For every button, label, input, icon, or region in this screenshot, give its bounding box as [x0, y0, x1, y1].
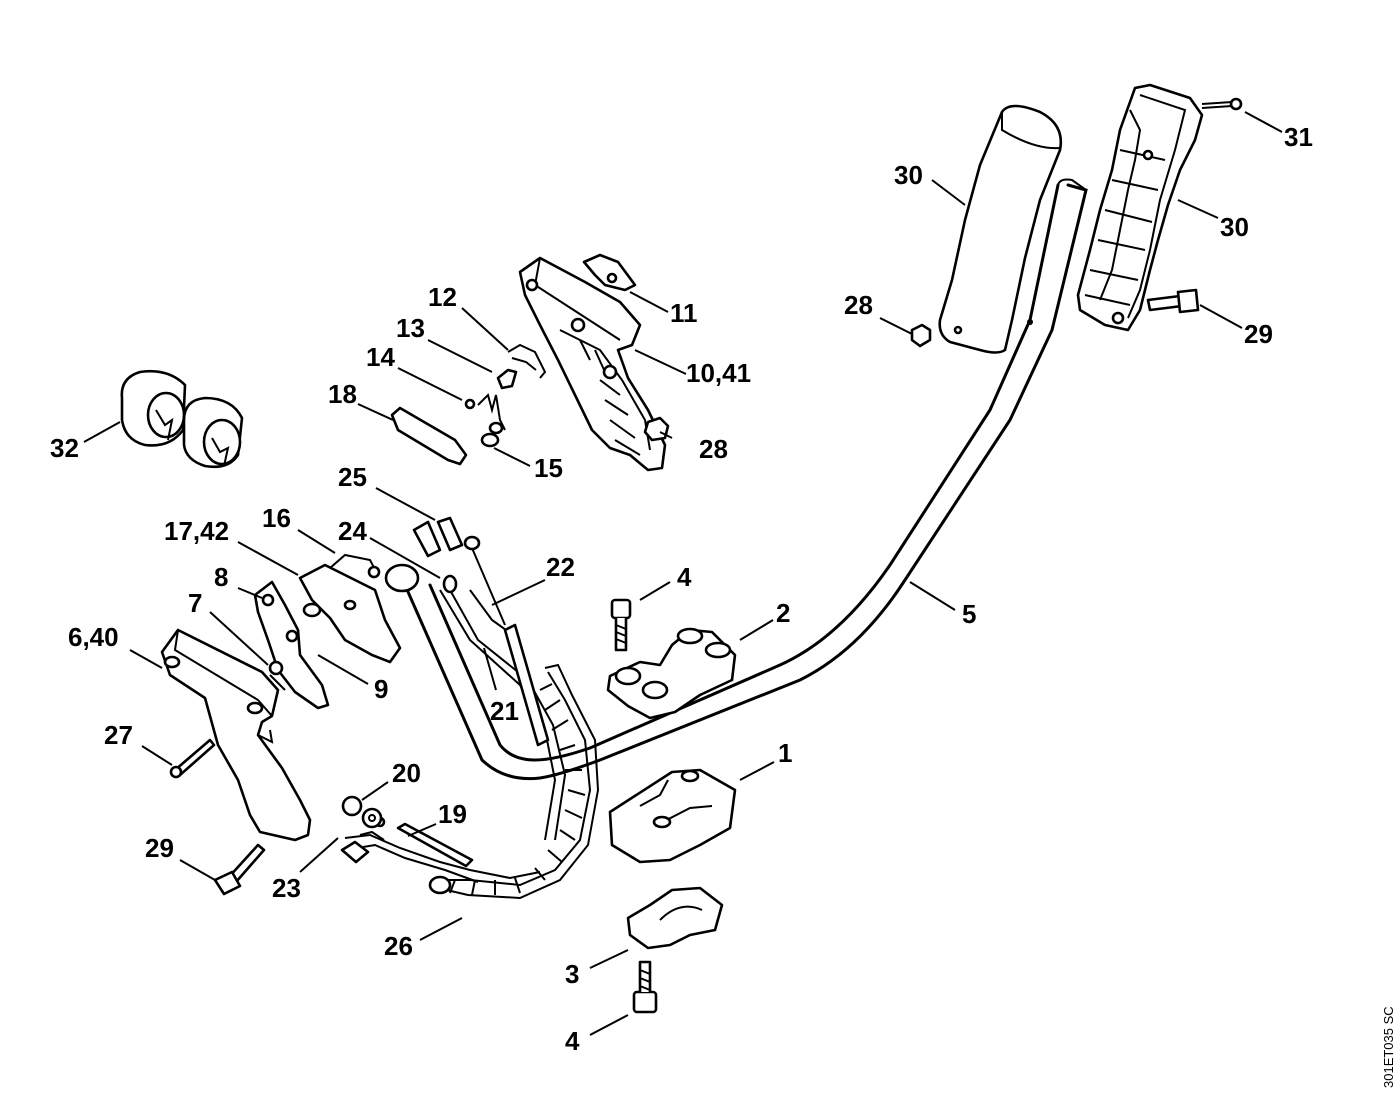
callout-24: 24 [338, 516, 367, 546]
callout-27: 27 [104, 720, 133, 750]
drawing-code: 301ET035 SC [1381, 1006, 1396, 1088]
nut-28-right [910, 323, 932, 348]
callout-30-left: 30 [894, 160, 923, 190]
callout-22: 22 [546, 552, 575, 582]
wire-22 [463, 535, 506, 626]
washer-15 [480, 421, 504, 448]
callout-4-upper: 4 [677, 562, 692, 592]
grip-sleeve-32a [120, 370, 187, 447]
grip-sleeve-32b [182, 396, 244, 469]
throttle-trigger [253, 580, 330, 710]
slide-11 [582, 253, 637, 292]
callout-25: 25 [338, 462, 367, 492]
callout-20: 20 [392, 758, 421, 788]
nut-28-upper [643, 416, 670, 442]
leader-lines [83, 111, 1283, 1036]
screw-4-lower [632, 960, 658, 1014]
callout-11: 11 [670, 298, 698, 328]
clamp-half-shell [626, 886, 724, 950]
callout-labels: 1 2 3 4 4 5 6,40 7 8 9 10,41 11 12 13 14… [50, 122, 1313, 1056]
screw-29-right [1146, 288, 1200, 314]
cover-18 [390, 406, 468, 466]
callout-29-right: 29 [1244, 319, 1273, 349]
callout-3: 3 [565, 959, 579, 989]
connectors-24-25 [412, 516, 464, 594]
callout-32: 32 [50, 433, 79, 463]
callout-18: 18 [328, 379, 357, 409]
handlebar-tube [384, 178, 1088, 781]
callout-30-right: 30 [1220, 212, 1249, 242]
callout-7: 7 [188, 588, 202, 618]
ignition-lead-19-23 [340, 816, 541, 883]
grip-30-cover [938, 104, 1063, 354]
callout-26: 26 [384, 931, 413, 961]
callout-9: 9 [374, 674, 388, 704]
callout-28-upper: 28 [699, 434, 728, 464]
callout-14: 14 [366, 342, 395, 372]
callout-10-41: 10,41 [686, 358, 751, 388]
callout-23: 23 [272, 873, 301, 903]
screw-29-lower [213, 843, 266, 896]
screw-27 [169, 738, 216, 779]
pin-13 [496, 368, 518, 390]
callout-2: 2 [776, 598, 790, 628]
contact-spring-12 [507, 343, 547, 379]
callout-6-40: 6,40 [68, 622, 119, 652]
screw-4-upper [610, 598, 632, 652]
control-handle [160, 628, 312, 842]
callout-31: 31 [1284, 122, 1313, 152]
screw-31 [1201, 97, 1243, 111]
callout-13: 13 [396, 313, 425, 343]
grip-30-shell [1076, 83, 1204, 332]
callout-19: 19 [438, 799, 467, 829]
nut-20 [341, 795, 383, 829]
callout-21: 21 [490, 696, 519, 726]
clamp-lower [608, 768, 737, 864]
callout-15: 15 [534, 453, 563, 483]
callout-17-42: 17,42 [164, 516, 229, 546]
callout-4-lower: 4 [565, 1026, 580, 1056]
spring-7 [268, 660, 286, 691]
callout-12: 12 [428, 282, 457, 312]
wire-harness-21 [439, 589, 567, 841]
clamp-upper [606, 627, 737, 720]
lockout-lever-9 [298, 563, 402, 664]
callout-5: 5 [962, 599, 976, 629]
spring-14 [464, 393, 506, 431]
switch-16 [329, 553, 381, 579]
callout-16: 16 [262, 503, 291, 533]
conduit-26 [428, 663, 600, 900]
callout-28-right: 28 [844, 290, 873, 320]
callout-8: 8 [214, 562, 228, 592]
callout-29-lower: 29 [145, 833, 174, 863]
callout-1: 1 [778, 738, 792, 768]
